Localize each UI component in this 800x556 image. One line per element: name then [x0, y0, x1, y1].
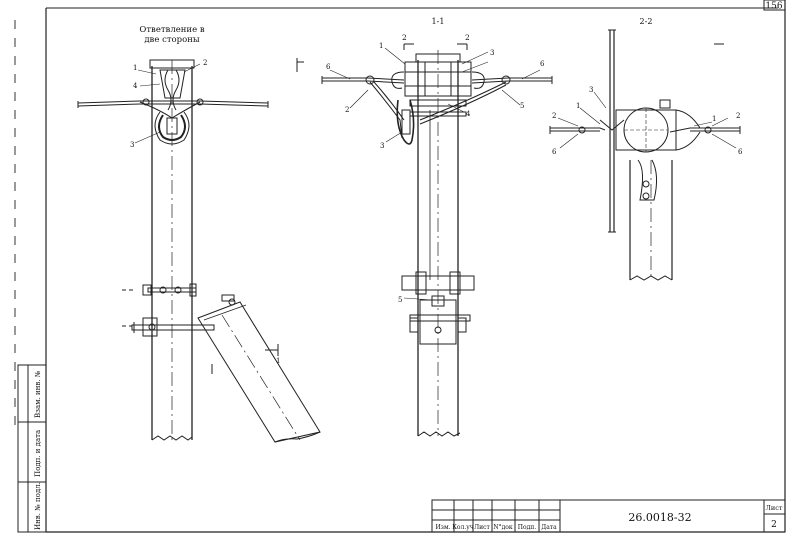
middle-callout-6-right: 6 [540, 60, 545, 68]
left-callout-2: 2 [203, 59, 207, 67]
title-block-headers: Изм. Кол.уч Лист N°док Подп. Дата [435, 524, 557, 531]
left-view-labels: Ответвление в две стороны 1 2 4 3 1 [130, 25, 280, 365]
middle-callout-4: 4 [466, 110, 471, 118]
right-callout-1-left: 1 [576, 102, 580, 110]
sheet-number: 2 [771, 520, 777, 530]
header-kol: Кол.уч [452, 524, 474, 531]
title-block [431, 499, 786, 533]
right-view [549, 29, 741, 281]
header-list: Лист [474, 524, 490, 531]
page-number-box: 156 [763, 0, 786, 12]
right-callout-1-right: 1 [712, 115, 716, 123]
right-callout-2-left: 2 [552, 112, 556, 120]
stamp-label-inv: Инв. № подл. [34, 482, 42, 530]
right-view-labels: 2-2 3 1 2 6 1 2 6 [552, 17, 743, 156]
middle-callout-2: 2 [345, 106, 349, 114]
stamp-label-replace: Взам. инв. № [34, 370, 42, 418]
middle-callout-3-bottom: 3 [380, 142, 384, 150]
header-sign: Подп. [518, 524, 537, 531]
middle-view-labels: 1-1 2 2 1 3 6 2 3 4 5 6 5 [326, 17, 545, 304]
right-callout-6-left: 6 [552, 148, 557, 156]
side-stamp: Инв. № подл. Подп. и дата Взам. инв. № [17, 364, 47, 533]
middle-callout-1: 1 [379, 42, 383, 50]
left-callout-4: 4 [133, 82, 138, 90]
middle-section-mark-left: 2 [402, 33, 407, 42]
middle-callout-5-right: 5 [520, 102, 524, 110]
page-number: 156 [765, 2, 782, 12]
right-callout-6-right: 6 [738, 148, 743, 156]
header-date: Дата [541, 524, 557, 531]
left-section-mark: 1 [276, 357, 280, 365]
document-code: 26.0018-32 [628, 511, 691, 524]
right-callout-2-right: 2 [736, 112, 740, 120]
left-caption-line2: две стороны [144, 35, 200, 45]
right-callout-3: 3 [589, 86, 593, 94]
left-view [77, 59, 321, 443]
left-caption-line1: Ответвление в [139, 25, 204, 35]
middle-callout-6-left: 6 [326, 63, 331, 71]
right-title: 2-2 [640, 17, 653, 26]
middle-view [296, 43, 553, 437]
header-izm: Изм. [435, 524, 450, 531]
middle-callout-5-bottom: 5 [398, 296, 402, 304]
left-callout-1: 1 [133, 64, 137, 72]
middle-section-mark-right: 2 [465, 33, 470, 42]
sheet-frame [45, 0, 786, 533]
sheet-label: Лист [766, 504, 783, 512]
middle-callout-3-top: 3 [490, 49, 494, 57]
stamp-label-sign: Подп. и дата [34, 430, 42, 477]
left-callout-3: 3 [130, 141, 134, 149]
header-doc: N°док [493, 524, 513, 531]
middle-title: 1-1 [432, 17, 445, 26]
